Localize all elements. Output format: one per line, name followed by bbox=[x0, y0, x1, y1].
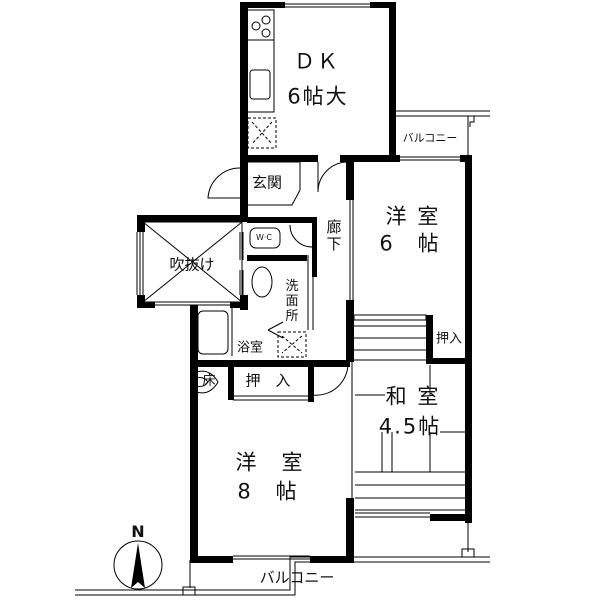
compass-label: N bbox=[131, 522, 145, 541]
japanese-size: 4.5帖 bbox=[378, 414, 442, 439]
western8-name: 洋 室 bbox=[235, 450, 305, 475]
western6-name: 洋 室 bbox=[385, 204, 441, 229]
entrance-label: 玄関 bbox=[251, 173, 283, 192]
washbasin bbox=[251, 266, 273, 298]
walls bbox=[137, 2, 472, 563]
corridor-label: 廊下 bbox=[324, 219, 343, 253]
sink bbox=[249, 69, 271, 100]
washroom-label: 洗面所 bbox=[282, 278, 298, 324]
closet-main-label: 押 入 bbox=[245, 371, 291, 390]
bottom-balcony-outline bbox=[75, 520, 490, 596]
top-balcony-outline bbox=[396, 110, 490, 160]
corridor-door bbox=[317, 161, 349, 193]
japanese-name: 和 室 bbox=[385, 384, 441, 409]
alcove-label: 床 bbox=[202, 373, 216, 389]
western6-size: 6 帖 bbox=[379, 231, 441, 256]
bath-label: 浴室 bbox=[236, 340, 264, 356]
north-arrow-icon bbox=[113, 540, 163, 590]
washer-space bbox=[277, 331, 307, 358]
bottom-balcony-label: バルコニー bbox=[259, 568, 335, 587]
wc-label: W·C bbox=[255, 233, 273, 242]
dk-name: ＤＫ bbox=[294, 49, 340, 74]
dk-size: 6帖大 bbox=[287, 84, 349, 109]
bathtub bbox=[197, 310, 229, 355]
top-balcony-label: バルコニー bbox=[402, 131, 458, 145]
closet-small-label: 押入 bbox=[435, 331, 463, 347]
entrance-door bbox=[207, 167, 241, 199]
western8-size: 8 帖 bbox=[237, 479, 299, 504]
toilet bbox=[249, 227, 281, 249]
void-label: 吹抜け bbox=[169, 255, 215, 274]
